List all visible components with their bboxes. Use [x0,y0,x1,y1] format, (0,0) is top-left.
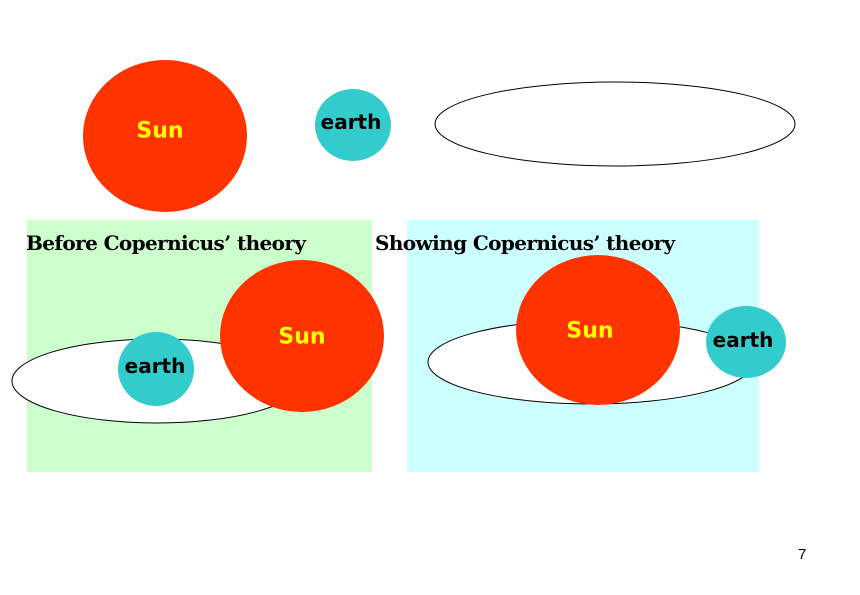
page-number: 7 [798,546,807,563]
before-sun-label: Sun [278,324,326,350]
panel-showing-heading: Showing Copernicus’ theory [375,231,675,255]
legend-sun-shape [83,60,247,212]
legend-sun-label: Sun [136,118,184,144]
before-earth-label: earth [124,354,186,378]
before-sun-shape [220,260,384,412]
showing-sun-shape [516,255,680,405]
legend-orbit-shape [434,81,796,167]
showing-earth-shape [706,306,786,378]
showing-sun-label: Sun [566,318,614,344]
showing-earth-label: earth [712,328,774,352]
before-earth-shape [118,332,194,406]
panel-before-heading: Before Copernicus’ theory [26,231,306,255]
legend-earth-label: earth [320,110,382,134]
legend-earth-shape [315,89,391,161]
